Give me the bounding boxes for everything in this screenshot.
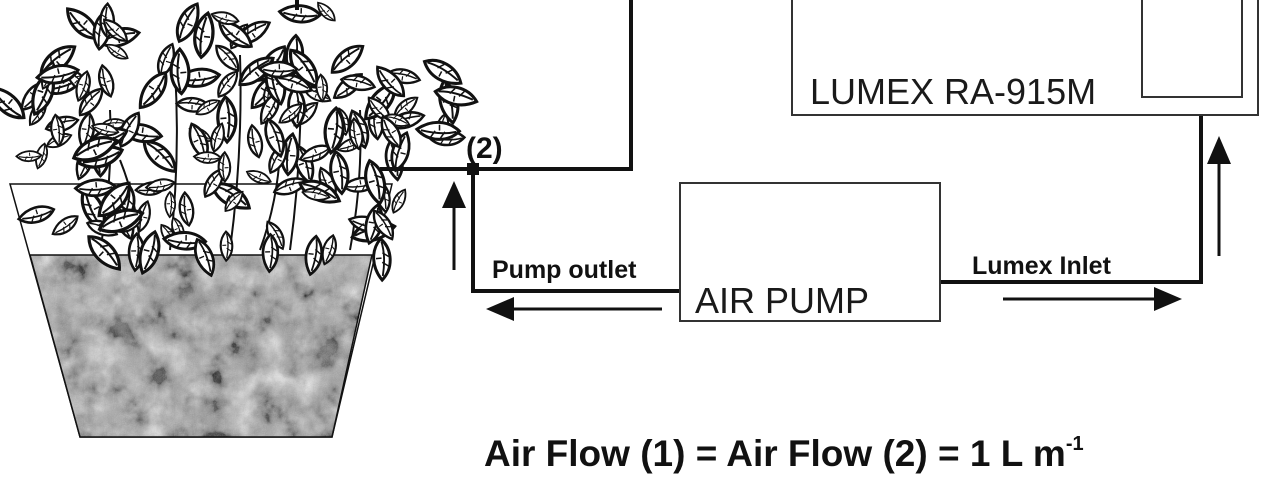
tube-network [295, 0, 1203, 293]
lumex-display-box [1141, 0, 1243, 98]
plant-leaf [324, 40, 370, 78]
junction-node [467, 163, 479, 175]
soil-icon [30, 255, 372, 437]
plant-leaf [246, 124, 264, 159]
plant-leaf [262, 116, 287, 160]
plant-leaf [139, 132, 182, 181]
pump-label: AIR PUMP [695, 280, 869, 321]
flow-arrow-up-icon [442, 181, 466, 270]
lumex-inlet-label: Lumex Inlet [972, 252, 1112, 280]
analyzer-label: LUMEX RA-915M [810, 71, 1096, 112]
flow-arrow-right-icon [1003, 287, 1182, 311]
plant-leaf [130, 67, 177, 113]
lumex-inlet-tube [940, 115, 1203, 284]
air-flow-equation: Air Flow (1) = Air Flow (2) = 1 L m-1 [484, 433, 1084, 474]
flow-arrow-up-lumex-icon [1207, 136, 1231, 256]
air-pump-box: AIR PUMP [679, 182, 941, 322]
potted-plant-icon [0, 0, 481, 283]
lumex-analyzer-box: LUMEX RA-915M [791, 0, 1259, 116]
return-tube [380, 0, 633, 171]
flow-arrow-left-icon [486, 297, 662, 321]
pump-outlet-tube [471, 169, 680, 293]
plant-leaf [276, 0, 323, 29]
junction-label: (2) [466, 132, 503, 165]
pump-outlet-label: Pump outlet [492, 256, 637, 284]
